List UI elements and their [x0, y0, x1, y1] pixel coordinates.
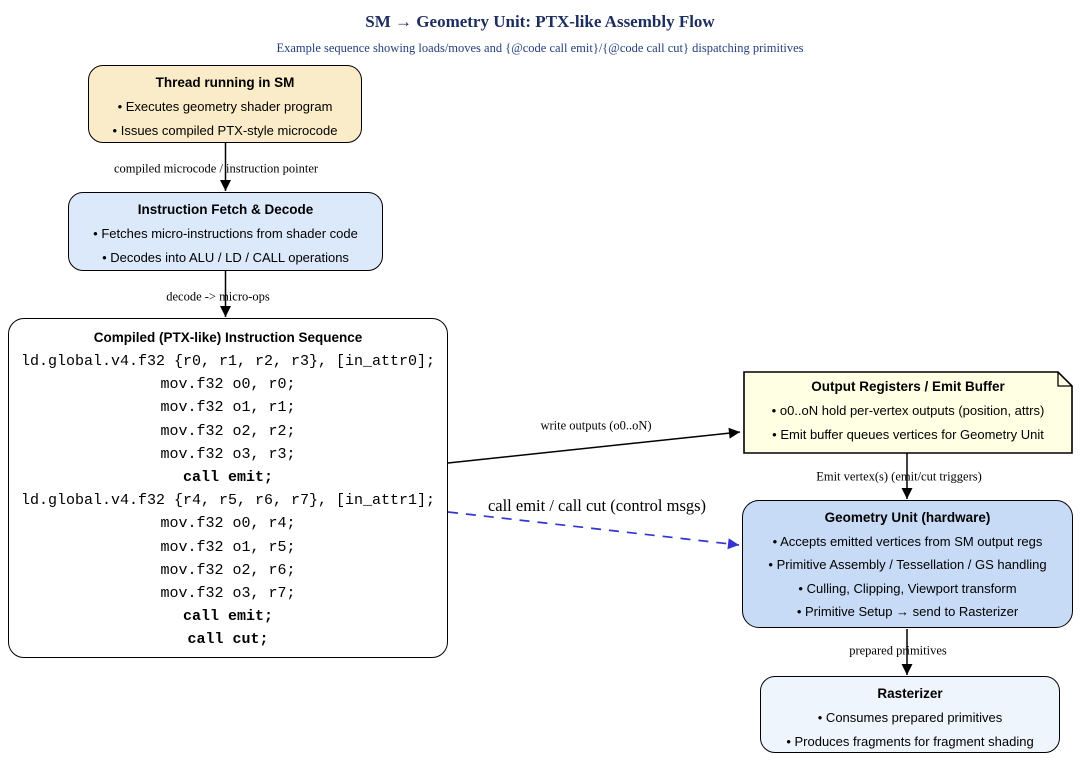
edge-label-geometry-to-rasterizer: prepared primitives: [849, 643, 947, 658]
code-line: mov.f32 o1, r1;: [160, 399, 296, 417]
node-bullet: • o0..oN hold per-vertex outputs (positi…: [771, 403, 1045, 418]
code-line: mov.f32 o3, r3;: [160, 445, 296, 463]
node-title: Output Registers / Emit Buffer: [811, 379, 1005, 394]
node-bullet: • Decodes into ALU / LD / CALL operation…: [102, 250, 349, 265]
node-thread-running-in-sm: Thread running in SM • Executes geometry…: [88, 65, 362, 143]
node-title: Thread running in SM: [155, 75, 295, 90]
node-bullet: • Fetches micro-instructions from shader…: [93, 226, 358, 241]
code-line-call-emit: call emit;: [182, 608, 273, 626]
code-line: mov.f32 o2, r6;: [160, 561, 296, 579]
node-bullet: • Executes geometry shader program: [117, 99, 333, 114]
node-title: Compiled (PTX-like) Instruction Sequence: [93, 330, 363, 345]
node-bullet: • Primitive Setup → send to Rasterizer: [796, 604, 1019, 619]
node-geometry-unit: Geometry Unit (hardware) • Accepts emitt…: [742, 500, 1073, 628]
code-line: mov.f32 o3, r7;: [160, 585, 296, 603]
node-bullet: • Produces fragments for fragment shadin…: [786, 734, 1034, 749]
node-title: Instruction Fetch & Decode: [137, 202, 314, 217]
edge-code-to-geometry-dashed: [447, 511, 740, 550]
code-line: ld.global.v4.f32 {r0, r1, r2, r3}, [in_a…: [20, 353, 436, 370]
node-bullet: • Culling, Clipping, Viewport transform: [798, 580, 1017, 596]
edge-code-to-output: [447, 427, 741, 464]
code-line-call-emit: call emit;: [182, 469, 273, 487]
node-rasterizer: Rasterizer • Consumes prepared primitive…: [760, 676, 1060, 753]
node-instruction-fetch-decode: Instruction Fetch & Decode • Fetches mic…: [68, 192, 383, 271]
code-line: mov.f32 o0, r4;: [160, 515, 296, 533]
page-title: SM → Geometry Unit: PTX-like Assembly Fl…: [365, 12, 715, 31]
node-output-registers-emit-buffer: Output Registers / Emit Buffer • o0..oN …: [743, 371, 1073, 454]
node-bullet: • Issues compiled PTX-style microcode: [112, 123, 338, 138]
edge-label-fetch-to-code: decode -> micro-ops: [166, 289, 270, 304]
code-line-call-cut: call cut;: [187, 631, 269, 649]
edge-label-output-to-geometry: Emit vertex(s) (emit/cut triggers): [816, 469, 982, 484]
node-instruction-sequence: Compiled (PTX-like) Instruction Sequence…: [8, 318, 448, 658]
node-bullet: • Emit buffer queues vertices for Geomet…: [772, 427, 1044, 442]
node-bullet: • Consumes prepared primitives: [817, 710, 1003, 725]
edge-label-code-to-geometry: call emit / call cut (control msgs): [487, 496, 707, 515]
page-subtitle: Example sequence showing loads/moves and…: [276, 41, 804, 55]
note-shape: [743, 371, 1073, 454]
edge-label-code-to-output: write outputs (o0..oN): [540, 418, 652, 433]
code-line: mov.f32 o0, r0;: [160, 376, 296, 394]
edge-label-thread-to-fetch: compiled microcode / instruction pointer: [113, 161, 319, 176]
node-bullet: • Accepts emitted vertices from SM outpu…: [772, 533, 1043, 549]
node-bullet: • Primitive Assembly / Tessellation / GS…: [768, 557, 1047, 572]
code-line: ld.global.v4.f32 {r4, r5, r6, r7}, [in_a…: [20, 492, 436, 510]
code-line: mov.f32 o2, r2;: [160, 422, 296, 440]
node-title: Rasterizer: [877, 686, 943, 701]
code-line: mov.f32 o1, r5;: [160, 538, 296, 556]
node-title: Geometry Unit (hardware): [824, 510, 991, 525]
